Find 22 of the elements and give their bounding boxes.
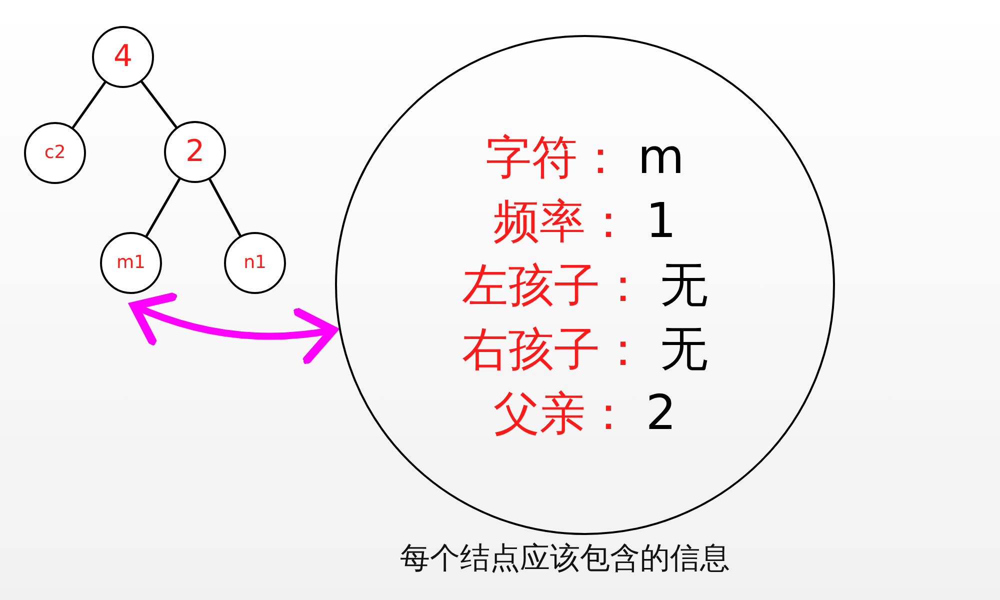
field-name: 频率：: [494, 193, 632, 250]
info-circle: [335, 35, 835, 535]
field-value: m: [638, 128, 684, 187]
field-name: 左孩子：: [462, 257, 646, 314]
field-name: 字符：: [486, 129, 624, 186]
tree-edge: [140, 80, 178, 129]
tree-edge: [145, 178, 181, 238]
node-label: 4: [113, 42, 133, 72]
field-value: 2: [646, 384, 676, 443]
field-value: 1: [646, 192, 676, 251]
node-label: n1: [244, 254, 266, 272]
node-label: c2: [44, 144, 66, 162]
field-name: 父亲：: [494, 385, 632, 442]
tree-edge: [208, 178, 242, 237]
node-label: 2: [185, 137, 205, 167]
field-name: 右孩子：: [462, 321, 646, 378]
tree-edge: [72, 81, 106, 129]
caption: 每个结点应该包含的信息: [399, 540, 731, 578]
node-label: m1: [116, 254, 146, 272]
double-arrow: [130, 292, 338, 364]
field-value: 无: [660, 256, 708, 315]
field-value: 无: [660, 320, 708, 379]
